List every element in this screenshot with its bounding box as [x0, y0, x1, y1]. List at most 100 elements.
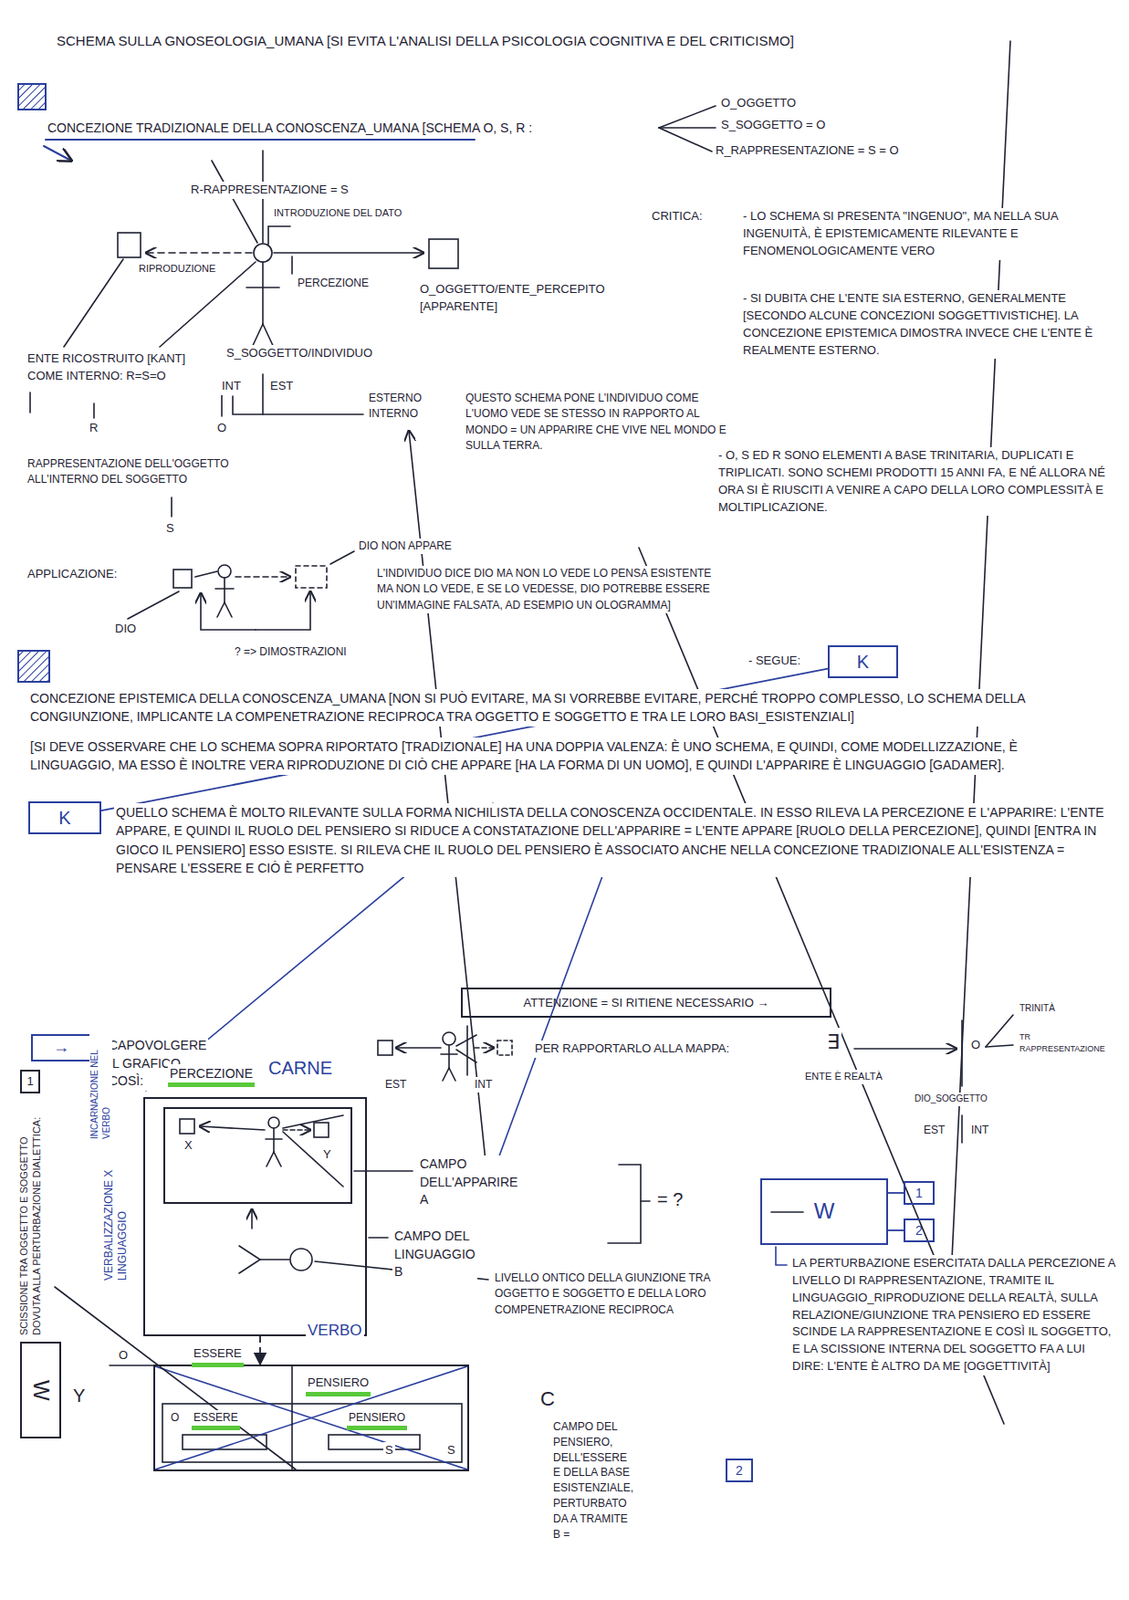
note-text: PENSIERO [305, 1374, 371, 1397]
node-box: 2 [725, 1458, 753, 1483]
sketch-line [261, 261, 264, 325]
note-text: PENSIERO [346, 1410, 408, 1431]
node-label: 2 [735, 1463, 743, 1479]
sketch-line [199, 1126, 265, 1130]
note-text: O_OGGETTO [719, 94, 798, 113]
note-text: - SI DUBITA CHE L'ENTE SIA ESTERNO, GENE… [741, 290, 1111, 359]
sketch-line [261, 374, 264, 415]
sketch-rect [117, 232, 141, 258]
sketch-line [771, 1211, 804, 1213]
sketch-path [232, 396, 364, 415]
sketch-line [658, 105, 716, 128]
note-text: - LO SCHEMA SI PRESENTA "INGENUO", MA NE… [741, 208, 1111, 261]
sketch-line [215, 587, 234, 590]
node-box: W [760, 1178, 889, 1245]
sketch-line [45, 138, 475, 141]
node-box: W [20, 1341, 62, 1439]
note-text: R [87, 419, 100, 438]
note-text: QUESTO SCHEMA PONE L'INDIVIDUO COME L'UO… [463, 390, 729, 455]
sketch-line [273, 1151, 282, 1167]
note-text: RIPRODUZIONE [136, 261, 218, 277]
title: SCHEMA SULLA GNOSEOLOGIA_UMANA [SI EVITA… [54, 31, 796, 52]
sketch-line [449, 1067, 456, 1081]
note-text: = ? [655, 1186, 685, 1213]
note-text: INCARNAZIONE NEL VERBO [89, 1017, 113, 1141]
node-label: W [814, 1198, 836, 1225]
note-text: VERBALIZZAZIONE X LINGUAGGIO [102, 1140, 130, 1283]
sketch-line [63, 259, 124, 347]
sketch-line [282, 1131, 344, 1187]
node-box: 2 [903, 1218, 935, 1243]
sketch-line [146, 251, 252, 254]
sketch-line [265, 1138, 283, 1140]
note-text: S [445, 1442, 458, 1460]
sketch-line [448, 1045, 450, 1068]
note-text: INT [219, 377, 243, 396]
sketch-rect [377, 1040, 393, 1056]
sketch-line [291, 256, 293, 274]
sketch-rect [173, 569, 192, 588]
note-text: INTRODUZIONE DEL DATO [271, 206, 404, 221]
sketch-rect [18, 83, 46, 110]
note-text: ? => DIMOSTRAZIONI [232, 644, 349, 660]
note-text: LA PERTURBAZIONE ESERCITATA DALLA PERCEZ… [790, 1254, 1121, 1376]
node-label: → [52, 1037, 70, 1058]
sketch-circle [442, 1032, 456, 1046]
sketch-line [985, 1045, 1014, 1047]
note-text: ENTE È REALTÀ [803, 1069, 885, 1085]
sketch-line [854, 1047, 957, 1050]
sketch-line [466, 1025, 469, 1076]
note-text: ENTE RICOSTRUITO [KANT] COME INTERNO: R=… [25, 350, 218, 386]
sketch-line [497, 876, 603, 1161]
sketch-line [170, 497, 173, 517]
sketch-path [255, 591, 311, 630]
sketch-line [220, 392, 223, 417]
sketch-rect [295, 565, 327, 588]
sketch-line [330, 551, 355, 565]
note-text: R_RAPPRESENTAZIONE = S = O [713, 142, 901, 160]
note-text: EST [268, 377, 295, 396]
sketch-line [961, 1115, 963, 1143]
sketch-line [29, 392, 32, 413]
sketch-line [195, 571, 218, 577]
note-text: CONCEZIONE EPISTEMICA DELLA CONOSCENZA_U… [28, 689, 1106, 727]
note-text: CONCEZIONE TRADIZIONALE DELLA CONOSCENZA… [45, 118, 534, 137]
note-text: ESTERNO INTERNO [366, 390, 440, 423]
node-label: 1 [26, 1074, 33, 1089]
sketch-line [260, 1258, 290, 1261]
sketch-circle [218, 564, 231, 578]
sketch-line [368, 1236, 388, 1239]
sketch-line [211, 160, 258, 243]
note-text: O_OGGETTO/ENTE_PERCEPITO [APPARENTE] [418, 281, 638, 316]
sketch-rect [428, 239, 459, 269]
sketch-line [224, 602, 232, 617]
note-text: S_SOGGETTO/INDIVIDUO [224, 344, 375, 363]
sketch-line [282, 1129, 311, 1131]
sketch-line [658, 127, 712, 152]
note-text: ∃ [825, 1027, 842, 1057]
connector [888, 1191, 904, 1194]
sketch-line [155, 1366, 468, 1470]
note-text: S_SOGGETTO = O [719, 116, 827, 135]
sketch-line [291, 1366, 293, 1470]
note-text: PER RAPPORTARLO ALLA MAPPA: [533, 1040, 732, 1058]
node-box: →CAPOVOLGERE IL GRAFICO COSÌ: [31, 1034, 92, 1062]
note-text: DIO [113, 620, 138, 638]
sketch-line [266, 1151, 274, 1167]
note-text: SCISSIONE TRA OGGETTO E SOGGETTO DOVUTA … [18, 1097, 44, 1338]
sketch-line [235, 575, 291, 578]
sketch-line [273, 251, 424, 254]
sketch-circle [268, 1117, 280, 1129]
note-text: INT [472, 1076, 494, 1093]
note-text: S [164, 520, 177, 538]
sketch-line [54, 1286, 296, 1470]
note-text: EST [383, 1076, 408, 1093]
note-text: ESSERE [191, 1410, 241, 1431]
note-text: PERCEZIONE [295, 275, 371, 292]
note-text: ESSERE [191, 1345, 244, 1368]
node-box: ATTENZIONE = SI RITIENE NECESSARIO → [460, 987, 832, 1018]
sketch-line [93, 403, 95, 419]
node-box: 1 [20, 1069, 41, 1094]
